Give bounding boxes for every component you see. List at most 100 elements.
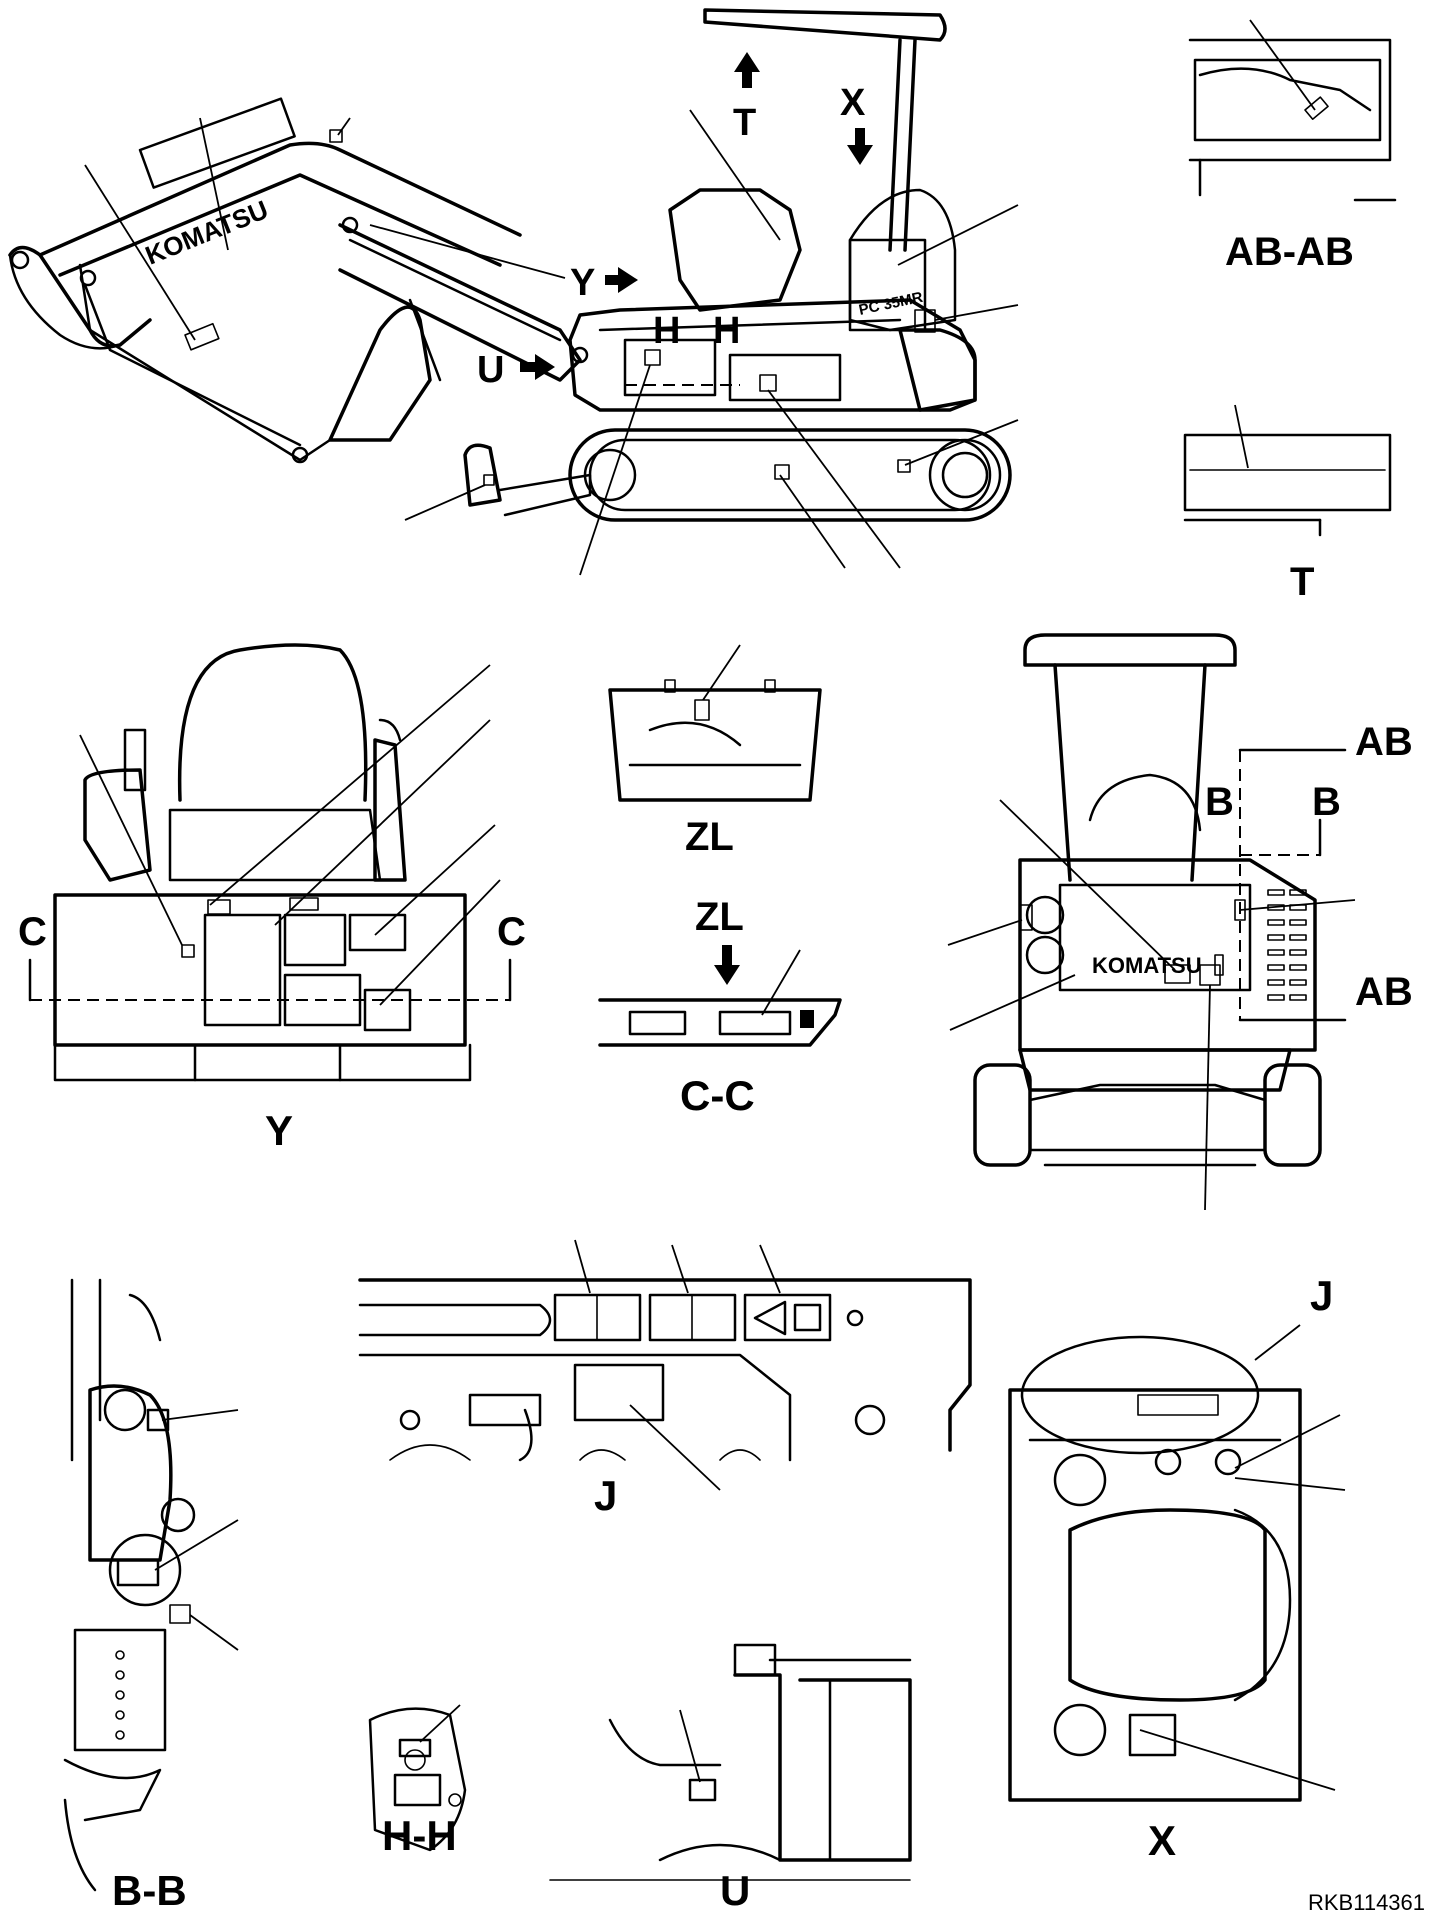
- label-t-view: T: [1290, 560, 1314, 604]
- leader: [1234, 1414, 1341, 1469]
- decal-j-4: [573, 1363, 665, 1422]
- label-x-view: X: [1148, 1817, 1176, 1864]
- leader: [1239, 899, 1356, 911]
- decal-side-cover: [914, 309, 936, 333]
- arrow-t: [734, 52, 760, 88]
- leader: [1254, 1324, 1301, 1361]
- label-y-view: Y: [265, 1107, 293, 1154]
- decal-y-top-mid: [283, 913, 347, 967]
- leader: [579, 364, 651, 576]
- leader: [934, 304, 1019, 321]
- leader: [274, 719, 491, 926]
- leader: [1249, 19, 1316, 111]
- leader: [154, 1519, 239, 1571]
- leader: [84, 164, 196, 341]
- label-ab-top: AB: [1355, 720, 1413, 764]
- decal-h-h: [398, 1738, 432, 1758]
- leader: [79, 734, 183, 946]
- view-h-h: H-H: [368, 1704, 467, 1859]
- view-y: C C Y: [18, 643, 526, 1154]
- label-ab-ab: AB-AB: [1225, 230, 1354, 274]
- decal-y-large-left: [203, 913, 282, 1027]
- leader: [1204, 984, 1211, 1211]
- decal-j-3: [743, 1293, 832, 1342]
- label-h-h: H-H: [382, 1812, 457, 1859]
- leader: [404, 484, 486, 521]
- label-b-left: B: [1205, 780, 1234, 824]
- leader: [419, 1704, 461, 1743]
- view-b-b: B-B: [63, 1278, 239, 1914]
- leader: [779, 474, 846, 569]
- decal-ab-ab: [1304, 96, 1329, 120]
- leader: [209, 664, 491, 906]
- label-ab-bottom: AB: [1355, 970, 1413, 1014]
- leader: [679, 1709, 701, 1783]
- label-h-right: H: [713, 310, 740, 352]
- rear-view: KOMATSU: [947, 633, 1413, 1211]
- leader: [702, 644, 741, 701]
- leader: [999, 799, 1176, 971]
- leader: [629, 1404, 721, 1491]
- view-ab-ab: AB-AB: [1188, 19, 1397, 274]
- leader: [767, 389, 901, 569]
- label-c-c: C-C: [680, 1072, 755, 1119]
- label-b-right: B: [1312, 780, 1341, 824]
- decal-y-bottom-right: [363, 988, 412, 1032]
- excavator-side-view: KOMATSU PC 35MR: [8, 8, 1019, 576]
- arrow-u: [520, 354, 555, 380]
- drawing-reference: RKB114361: [1308, 1890, 1425, 1915]
- decal-track-right: [897, 459, 911, 473]
- decal-y-top-right: [348, 913, 407, 952]
- view-c-c: ZL C-C: [598, 895, 842, 1119]
- label-t: T: [733, 102, 756, 144]
- arrow-zl: [714, 945, 740, 985]
- arrow-x: [847, 128, 873, 165]
- leader: [199, 117, 229, 251]
- leader: [689, 109, 781, 241]
- decal-panel-center: [759, 374, 777, 392]
- leader: [337, 117, 351, 136]
- label-zl-arrow: ZL: [695, 895, 744, 939]
- decal-y-small-top: [207, 899, 231, 915]
- arrow-y: [605, 267, 638, 293]
- decal-y-small-left: [181, 944, 195, 958]
- decal-x-strip: [1137, 1394, 1219, 1416]
- leader: [379, 879, 501, 1006]
- leader: [161, 1409, 239, 1421]
- leader: [369, 224, 566, 279]
- decal-u: [688, 1778, 717, 1802]
- leader: [189, 1614, 239, 1651]
- leader: [1139, 1729, 1336, 1791]
- label-c-left: C: [18, 910, 47, 954]
- decal-b-b-mid: [116, 1558, 160, 1587]
- leader: [949, 974, 1076, 1031]
- decal-blade: [483, 474, 495, 486]
- label-c-right: C: [497, 910, 526, 954]
- decal-boom: [184, 322, 220, 351]
- rear-vents: [1267, 889, 1307, 1001]
- rear-brand-text: KOMATSU: [1092, 953, 1202, 978]
- label-u-top: U: [477, 349, 504, 391]
- leader: [1234, 1477, 1346, 1491]
- decal-x-right: [1128, 1713, 1177, 1757]
- leader: [671, 1244, 689, 1294]
- view-zl: ZL: [608, 644, 822, 859]
- decal-rear-left: [1019, 904, 1033, 931]
- label-h-left: H: [653, 310, 680, 352]
- label-j-top: J: [1310, 1272, 1333, 1319]
- label-y-top: Y: [570, 262, 595, 304]
- leader: [904, 419, 1019, 466]
- view-j: J: [358, 1239, 972, 1519]
- leader: [574, 1239, 591, 1294]
- decal-rear-center: [1164, 964, 1191, 984]
- decal-c-c: [718, 1010, 792, 1036]
- view-u: U: [549, 1643, 912, 1914]
- leader: [897, 204, 1019, 266]
- label-u-view: U: [720, 1867, 750, 1914]
- decal-b-b-low: [169, 1604, 191, 1624]
- label-b-b: B-B: [112, 1867, 187, 1914]
- leader: [761, 949, 801, 1016]
- decal-y-top-strip: [289, 897, 319, 911]
- view-x: J X: [1008, 1272, 1346, 1864]
